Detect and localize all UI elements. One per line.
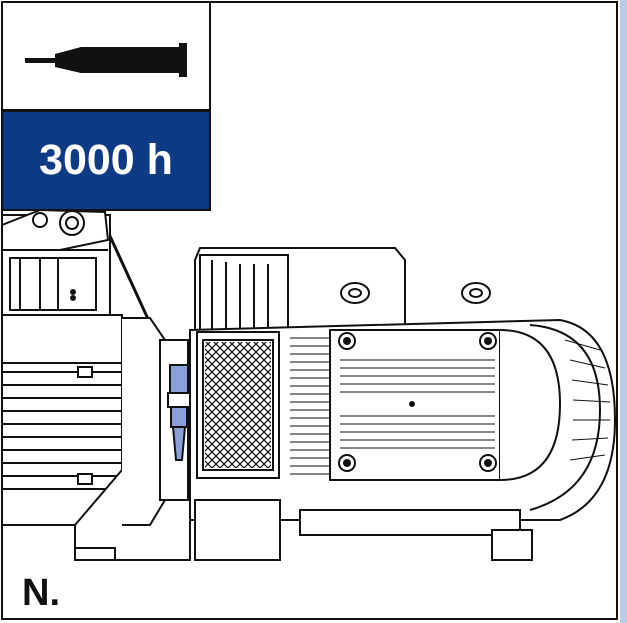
service-interval-badge: 3000 h — [1, 110, 211, 211]
grease-gun-icon — [25, 43, 187, 77]
lubrication-tool-panel — [1, 1, 211, 111]
housing-fins — [290, 337, 611, 475]
figure-border — [1, 1, 618, 620]
right-edge-strip — [620, 0, 627, 623]
motor — [1, 208, 191, 561]
step-label: N. — [22, 572, 60, 614]
coupling — [159, 339, 191, 501]
filter-mesh — [205, 342, 271, 468]
interval-label: 3000 h — [39, 136, 173, 184]
